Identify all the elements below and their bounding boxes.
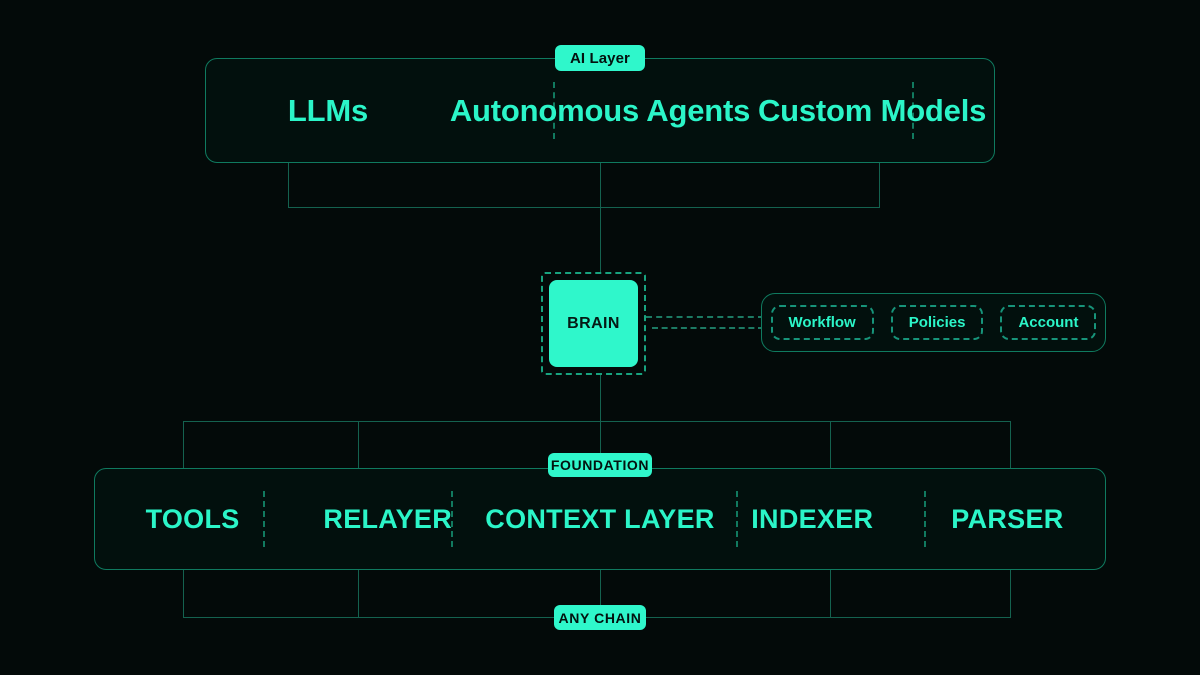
connector-foundation-top-rail (183, 421, 1011, 422)
ai-layer-divider-1 (553, 81, 555, 140)
foundation-panel: TOOLS RELAYER CONTEXT LAYER INDEXER PARS… (94, 468, 1106, 570)
pill-workflow-label: Workflow (788, 314, 856, 331)
foundation-item-relayer-label: RELAYER (323, 503, 453, 534)
ai-layer-badge: AI Layer (555, 45, 645, 71)
connector-brain-to-panel-lower (652, 327, 764, 329)
foundation-divider-1 (263, 491, 265, 547)
pill-policies-label: Policies (908, 314, 966, 331)
foundation-badge: FOUNDATION (548, 453, 652, 477)
connector-foundation-bottom-right-inner (830, 570, 831, 618)
brain-config-panel: Workflow Policies Account (761, 293, 1106, 352)
connector-foundation-bottom-center (600, 570, 601, 618)
foundation-item-parser-label: PARSER (951, 503, 1064, 534)
connector-ai-left-vertical (288, 163, 289, 208)
foundation-item-relayer[interactable]: RELAYER (290, 504, 485, 535)
brain-node[interactable]: BRAIN (549, 280, 638, 367)
foundation-divider-3 (736, 491, 738, 547)
foundation-item-indexer[interactable]: INDEXER (715, 504, 910, 535)
foundation-item-tools-label: TOOLS (145, 503, 240, 534)
ai-layer-item-llms-label: LLMs (287, 92, 368, 128)
connector-brain-to-foundation-vertical (600, 368, 601, 469)
foundation-badge-label: FOUNDATION (550, 457, 650, 473)
any-chain-badge: ANY CHAIN (554, 605, 646, 630)
connector-ai-bridge-horizontal (288, 207, 880, 208)
any-chain-badge-label: ANY CHAIN (558, 609, 642, 626)
foundation-item-indexer-label: INDEXER (751, 503, 874, 534)
connector-foundation-bottom-right-outer (1010, 570, 1011, 618)
connector-foundation-top-right-outer (1010, 421, 1011, 469)
connector-brain-to-panel-upper (646, 316, 764, 318)
connector-foundation-top-left-outer (183, 421, 184, 469)
ai-layer-item-autonomous-agents-label: Autonomous Agents (449, 92, 751, 128)
connector-foundation-bottom-left-outer (183, 570, 184, 618)
ai-layer-divider-2 (912, 81, 914, 140)
connector-ai-to-brain-vertical (600, 163, 601, 277)
ai-layer-panel: LLMs Autonomous Agents Custom Models (205, 58, 995, 163)
connector-foundation-top-left-inner (358, 421, 359, 469)
brain-label: BRAIN (567, 314, 620, 332)
ai-layer-item-autonomous-agents[interactable]: Autonomous Agents (450, 93, 750, 129)
connector-ai-right-vertical (879, 163, 880, 208)
brain-outline: BRAIN (541, 272, 646, 375)
pill-policies[interactable]: Policies (890, 305, 984, 340)
foundation-divider-2 (451, 491, 453, 547)
foundation-item-context-layer-label: CONTEXT LAYER (485, 503, 715, 534)
pill-workflow[interactable]: Workflow (770, 305, 874, 340)
foundation-item-tools[interactable]: TOOLS (95, 504, 290, 535)
pill-account[interactable]: Account (1000, 305, 1097, 340)
connector-foundation-bottom-left-inner (358, 570, 359, 618)
foundation-divider-4 (924, 491, 926, 547)
foundation-item-context-layer[interactable]: CONTEXT LAYER (485, 504, 714, 535)
pill-account-label: Account (1018, 314, 1079, 331)
ai-layer-item-llms[interactable]: LLMs (206, 93, 450, 129)
ai-layer-badge-label: AI Layer (570, 49, 630, 67)
foundation-item-parser[interactable]: PARSER (910, 504, 1105, 535)
ai-layer-item-custom-models-label: Custom Models (757, 92, 987, 128)
ai-layer-item-custom-models[interactable]: Custom Models (750, 93, 994, 129)
connector-foundation-top-right-inner (830, 421, 831, 469)
